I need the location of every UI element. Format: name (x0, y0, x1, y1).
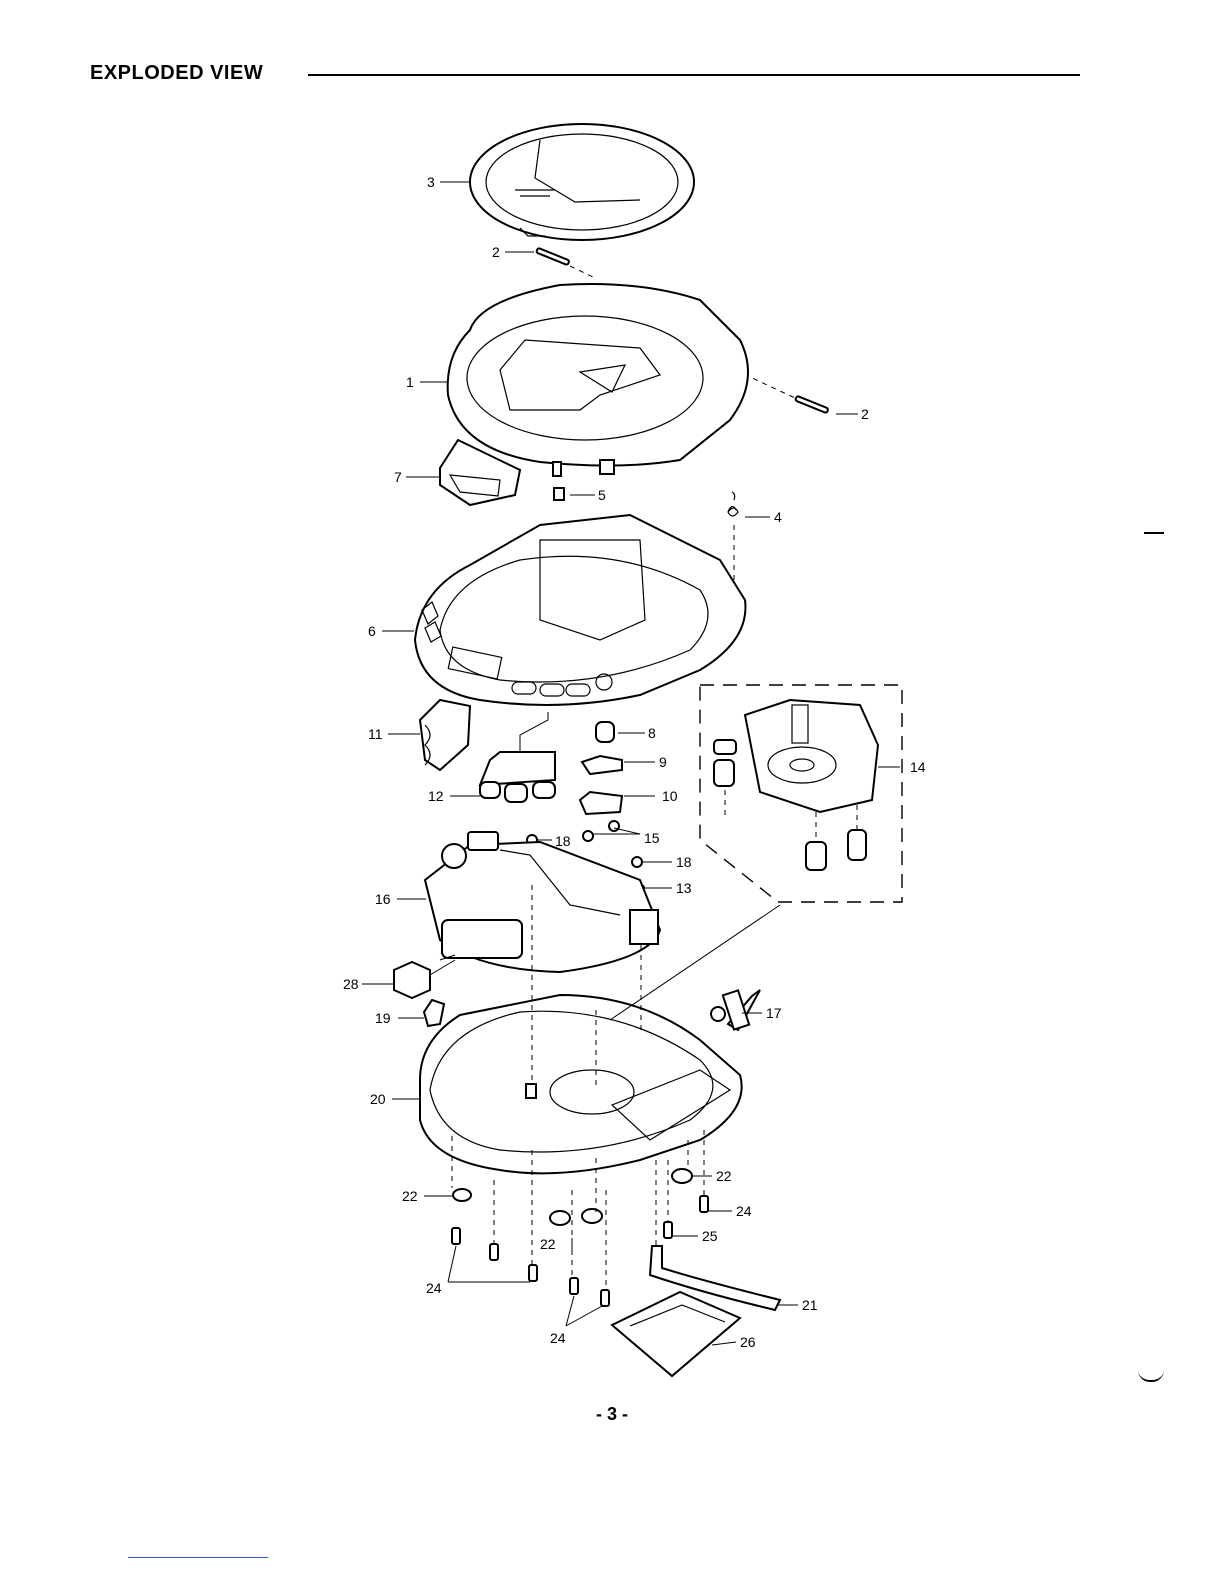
callout-2-upper: 2 (492, 244, 500, 260)
callout-24-left: 24 (426, 1280, 442, 1296)
part-14-cd-mechanism (700, 685, 902, 902)
part-9-lever (582, 756, 622, 774)
callout-26: 26 (740, 1334, 756, 1350)
part-20-bottom-cabinet (420, 995, 742, 1173)
part-25-screw (664, 1222, 672, 1238)
part-6-main-cabinet (415, 515, 745, 705)
part-3-lid-window (470, 124, 694, 240)
part-2-hinge-pin-right (795, 396, 828, 413)
callout-10: 10 (662, 788, 678, 804)
part-15-screws (583, 821, 619, 841)
part-24-screws (452, 1196, 708, 1306)
callout-28: 28 (343, 976, 359, 992)
part-19-clip (424, 1000, 444, 1026)
part-22-foot-left (453, 1189, 471, 1201)
callout-16: 16 (375, 891, 391, 907)
part-12-button-assembly (480, 712, 555, 802)
callout-14: 14 (910, 759, 926, 775)
callout-4: 4 (774, 509, 782, 525)
callout-13: 13 (676, 880, 692, 896)
callout-19: 19 (375, 1010, 391, 1026)
margin-mark (1144, 528, 1164, 534)
part-2-hinge-pin-upper (536, 248, 569, 265)
callout-18-right: 18 (676, 854, 692, 870)
part-28-block (394, 960, 455, 998)
callout-24-right: 24 (736, 1203, 752, 1219)
part-18-screw-right (632, 857, 642, 867)
part-22-foot-center (550, 1209, 602, 1225)
callout-22-right: 22 (716, 1168, 732, 1184)
callout-18-left: 18 (555, 833, 571, 849)
callout-9: 9 (659, 754, 667, 770)
callout-15: 15 (644, 830, 660, 846)
callout-11: 11 (368, 726, 383, 742)
callout-8: 8 (648, 725, 656, 741)
part-5-screw (554, 488, 564, 500)
part-1-top-lid (448, 284, 748, 476)
part-22-foot-right (672, 1169, 692, 1183)
callout-6: 6 (368, 623, 376, 639)
part-11-side-buttons (420, 700, 470, 770)
callout-20: 20 (370, 1091, 386, 1107)
part-10-bracket (580, 792, 622, 814)
callout-7: 7 (394, 469, 402, 485)
callout-17: 17 (766, 1005, 782, 1021)
page-number: - 3 - (0, 1404, 1224, 1425)
callout-22-center: 22 (540, 1236, 556, 1252)
callout-25: 25 (702, 1228, 718, 1244)
callout-2-right: 2 (861, 406, 869, 422)
callout-12: 12 (428, 788, 444, 804)
part-8-knob (596, 722, 614, 742)
callout-24-center: 24 (550, 1330, 566, 1346)
callout-22-left: 22 (402, 1188, 418, 1204)
footer-line (128, 1557, 268, 1558)
part-16-main-pcb (425, 832, 660, 972)
callout-1: 1 (406, 374, 414, 390)
part-17-jack-plate (711, 990, 760, 1030)
part-26-battery-lid (612, 1292, 740, 1376)
callout-3: 3 (427, 174, 435, 190)
callout-5: 5 (598, 487, 606, 503)
callout-21: 21 (802, 1297, 818, 1313)
